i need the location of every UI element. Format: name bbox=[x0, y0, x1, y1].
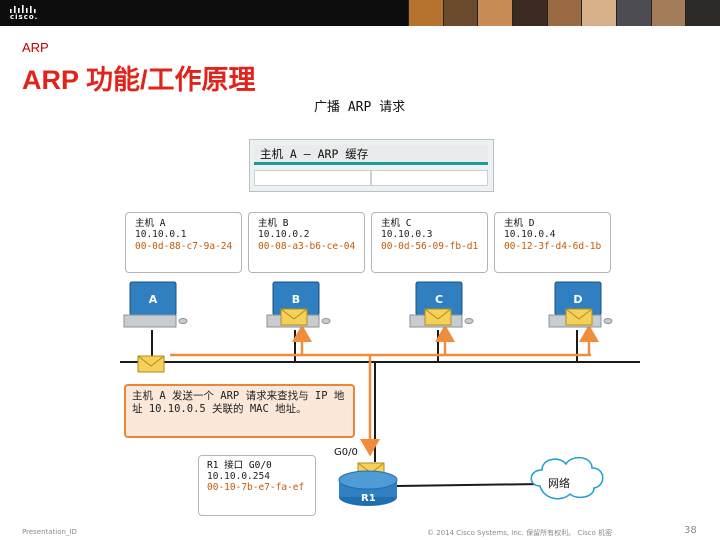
host-name: 主机 A bbox=[135, 218, 166, 229]
host-info-box-d: 主机 D 10.10.0.4 00-12-3f-d4-6d-1b bbox=[494, 212, 611, 273]
footer-presentation-id: Presentation_ID bbox=[22, 528, 77, 536]
host-info-box-b: 主机 B 10.10.0.2 00-08-a3-b6-ce-04 bbox=[248, 212, 365, 273]
host-mac: 00-12-3f-d4-6d-1b bbox=[504, 240, 602, 252]
page-title: ARP 功能/工作原理 bbox=[22, 65, 256, 95]
host-ip: 10.10.0.4 bbox=[504, 229, 556, 241]
router-cloud-link bbox=[396, 483, 541, 487]
router-interface-label: R1 接口 G0/0 bbox=[207, 460, 272, 471]
router-info-box: R1 接口 G0/0 10.10.0.254 00-10-7b-e7-fa-ef bbox=[198, 455, 316, 516]
host-info-box-c: 主机 C 10.10.0.3 00-0d-56-09-fb-d1 bbox=[371, 212, 488, 273]
host-mac: 00-0d-88-c7-9a-24 bbox=[135, 240, 233, 252]
host-name: 主机 C bbox=[381, 218, 412, 229]
router-name: R1 bbox=[361, 493, 376, 504]
arp-cache-title: 主机 A — ARP 缓存 bbox=[254, 145, 488, 165]
host-ip: 10.10.0.3 bbox=[381, 229, 433, 241]
arp-request-message: 主机 A 发送一个 ARP 请求来查找与 IP 地址 10.10.0.5 关联的… bbox=[124, 384, 355, 438]
host-ip: 10.10.0.1 bbox=[135, 229, 187, 241]
router-icon: R1 bbox=[338, 470, 398, 506]
page-number: 38 bbox=[684, 525, 697, 536]
cisco-logo-icon bbox=[10, 5, 36, 13]
pc-icon: A bbox=[123, 281, 188, 328]
host-mac: 00-0d-56-09-fb-d1 bbox=[381, 240, 479, 252]
arp-cache-cell-ip bbox=[254, 170, 371, 186]
header-photo-strip bbox=[408, 0, 720, 26]
envelope-icon bbox=[137, 355, 165, 373]
host-name: 主机 D bbox=[504, 218, 535, 229]
host-ip: 10.10.0.2 bbox=[258, 229, 310, 241]
host-name: 主机 B bbox=[258, 218, 289, 229]
section-label: ARP bbox=[22, 40, 49, 55]
router-ip: 10.10.0.254 bbox=[207, 471, 270, 482]
footer-copyright: © 2014 Cisco Systems, Inc. 保留所有权利。 Cisco… bbox=[427, 529, 613, 537]
arp-cache-cell-mac bbox=[371, 170, 488, 186]
cloud-label: 网络 bbox=[548, 476, 570, 490]
host-info-box-a: 主机 A 10.10.0.1 00-0d-88-c7-9a-24 bbox=[125, 212, 242, 273]
pc-label-b: B bbox=[292, 293, 300, 306]
pc-label-c: C bbox=[435, 293, 443, 306]
envelope-icon bbox=[565, 308, 593, 326]
host-mac: 00-08-a3-b6-ce-04 bbox=[258, 240, 356, 252]
pc-label-d: D bbox=[573, 293, 582, 306]
pc-label-a: A bbox=[149, 293, 158, 306]
router-mac: 00-10-7b-e7-fa-ef bbox=[207, 482, 305, 493]
diagram-subtitle: 广播 ARP 请求 bbox=[314, 100, 406, 115]
router-port-label: G0/0 bbox=[334, 447, 358, 458]
cloud-icon: 网络 bbox=[530, 456, 604, 500]
envelope-icon bbox=[424, 308, 452, 326]
cisco-logo-text: cisco. bbox=[10, 13, 39, 21]
envelope-icon bbox=[280, 308, 308, 326]
